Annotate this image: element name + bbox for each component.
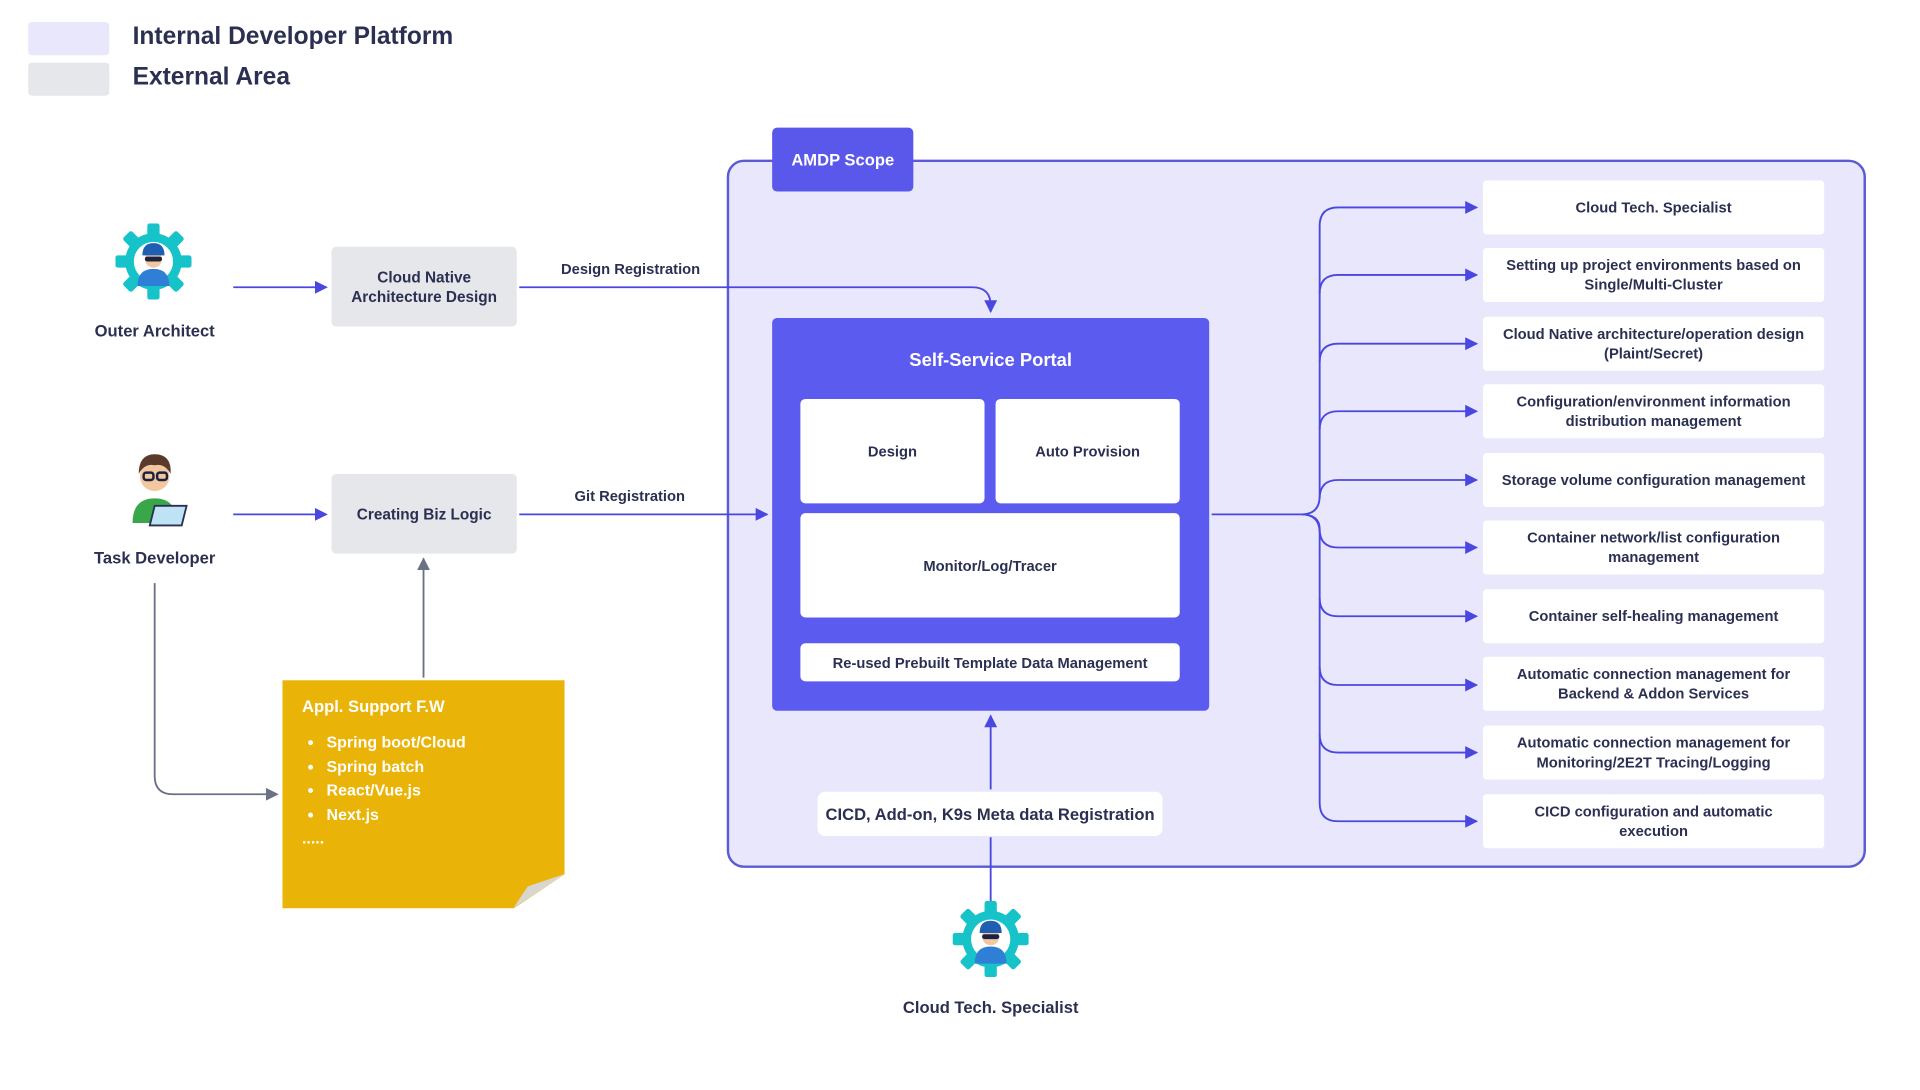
arrow-developer-to-framework <box>153 583 279 801</box>
arrow-cap-1 <box>1301 201 1479 516</box>
capability-item: Configuration/environment information di… <box>1482 384 1825 439</box>
architect-gear-icon <box>115 223 192 300</box>
framework-note-title: Appl. Support F.W <box>301 697 445 716</box>
capability-item: Automatic connection management for Back… <box>1482 656 1825 711</box>
arrow-cap-8 <box>1318 666 1479 692</box>
design-module: Design <box>800 398 985 504</box>
arrow-cap-3 <box>1318 337 1479 363</box>
framework-item: Spring batch <box>327 754 546 778</box>
framework-note: Appl. Support F.W Spring boot/Cloud Spri… <box>282 680 565 909</box>
capability-item: Storage volume configuration management <box>1482 452 1825 507</box>
capability-item: Container self-healing management <box>1482 589 1825 644</box>
arrow-cap-7 <box>1318 597 1479 623</box>
design-registration-label: Design Registration <box>561 260 701 278</box>
arrow-cap-9 <box>1318 734 1479 759</box>
cicd-registration-box: CICD, Add-on, K9s Meta data Registration <box>817 791 1163 836</box>
creating-biz-logic-box: Creating Biz Logic <box>331 473 517 554</box>
template-management-module: Re-used Prebuilt Template Data Managemen… <box>800 643 1180 682</box>
auto-provision-module: Auto Provision <box>995 398 1180 504</box>
outer-architect-label: Outer Architect <box>94 321 215 341</box>
task-developer-label: Task Developer <box>94 548 216 568</box>
capability-item: CICD configuration and automatic executi… <box>1482 794 1825 849</box>
arrow-cap-6 <box>1301 513 1479 554</box>
specialist-gear-icon <box>952 901 1029 978</box>
arrow-cap-5 <box>1318 473 1479 499</box>
arrow-design-registration <box>519 286 998 314</box>
cloud-specialist-label: Cloud Tech. Specialist <box>902 998 1079 1017</box>
arrow-cap-2 <box>1318 268 1479 294</box>
framework-item: Next.js <box>327 802 546 826</box>
legend-label-internal: Internal Developer Platform <box>132 23 454 51</box>
git-registration-label: Git Registration <box>574 487 686 505</box>
framework-item: Spring boot/Cloud <box>327 730 546 754</box>
monitor-log-tracer-module: Monitor/Log/Tracer <box>800 513 1180 618</box>
arrow-cap-10 <box>1301 513 1479 828</box>
legend-swatch-internal <box>28 22 110 56</box>
capability-item: Cloud Tech. Specialist <box>1482 180 1825 235</box>
note-fold-icon <box>513 874 565 909</box>
developer-icon <box>128 449 192 528</box>
amdp-scope-tab: AMDP Scope <box>772 127 914 192</box>
framework-list: Spring boot/Cloud Spring batch React/Vue… <box>302 730 545 826</box>
capability-item: Automatic connection management for Moni… <box>1482 725 1825 780</box>
capability-item: Container network/list configuration man… <box>1482 520 1825 575</box>
capability-item: Setting up project environments based on… <box>1482 247 1825 302</box>
framework-more: ..... <box>301 828 325 848</box>
framework-item: React/Vue.js <box>327 778 546 802</box>
legend-label-external: External Area <box>132 63 290 91</box>
portal-title: Self-Service Portal <box>909 349 1073 371</box>
cloud-native-design-box: Cloud Native Architecture Design <box>331 246 517 327</box>
arrow-cap-4 <box>1318 404 1479 430</box>
legend-swatch-external <box>28 62 110 96</box>
capability-item: Cloud Native architecture/operation desi… <box>1482 316 1825 371</box>
